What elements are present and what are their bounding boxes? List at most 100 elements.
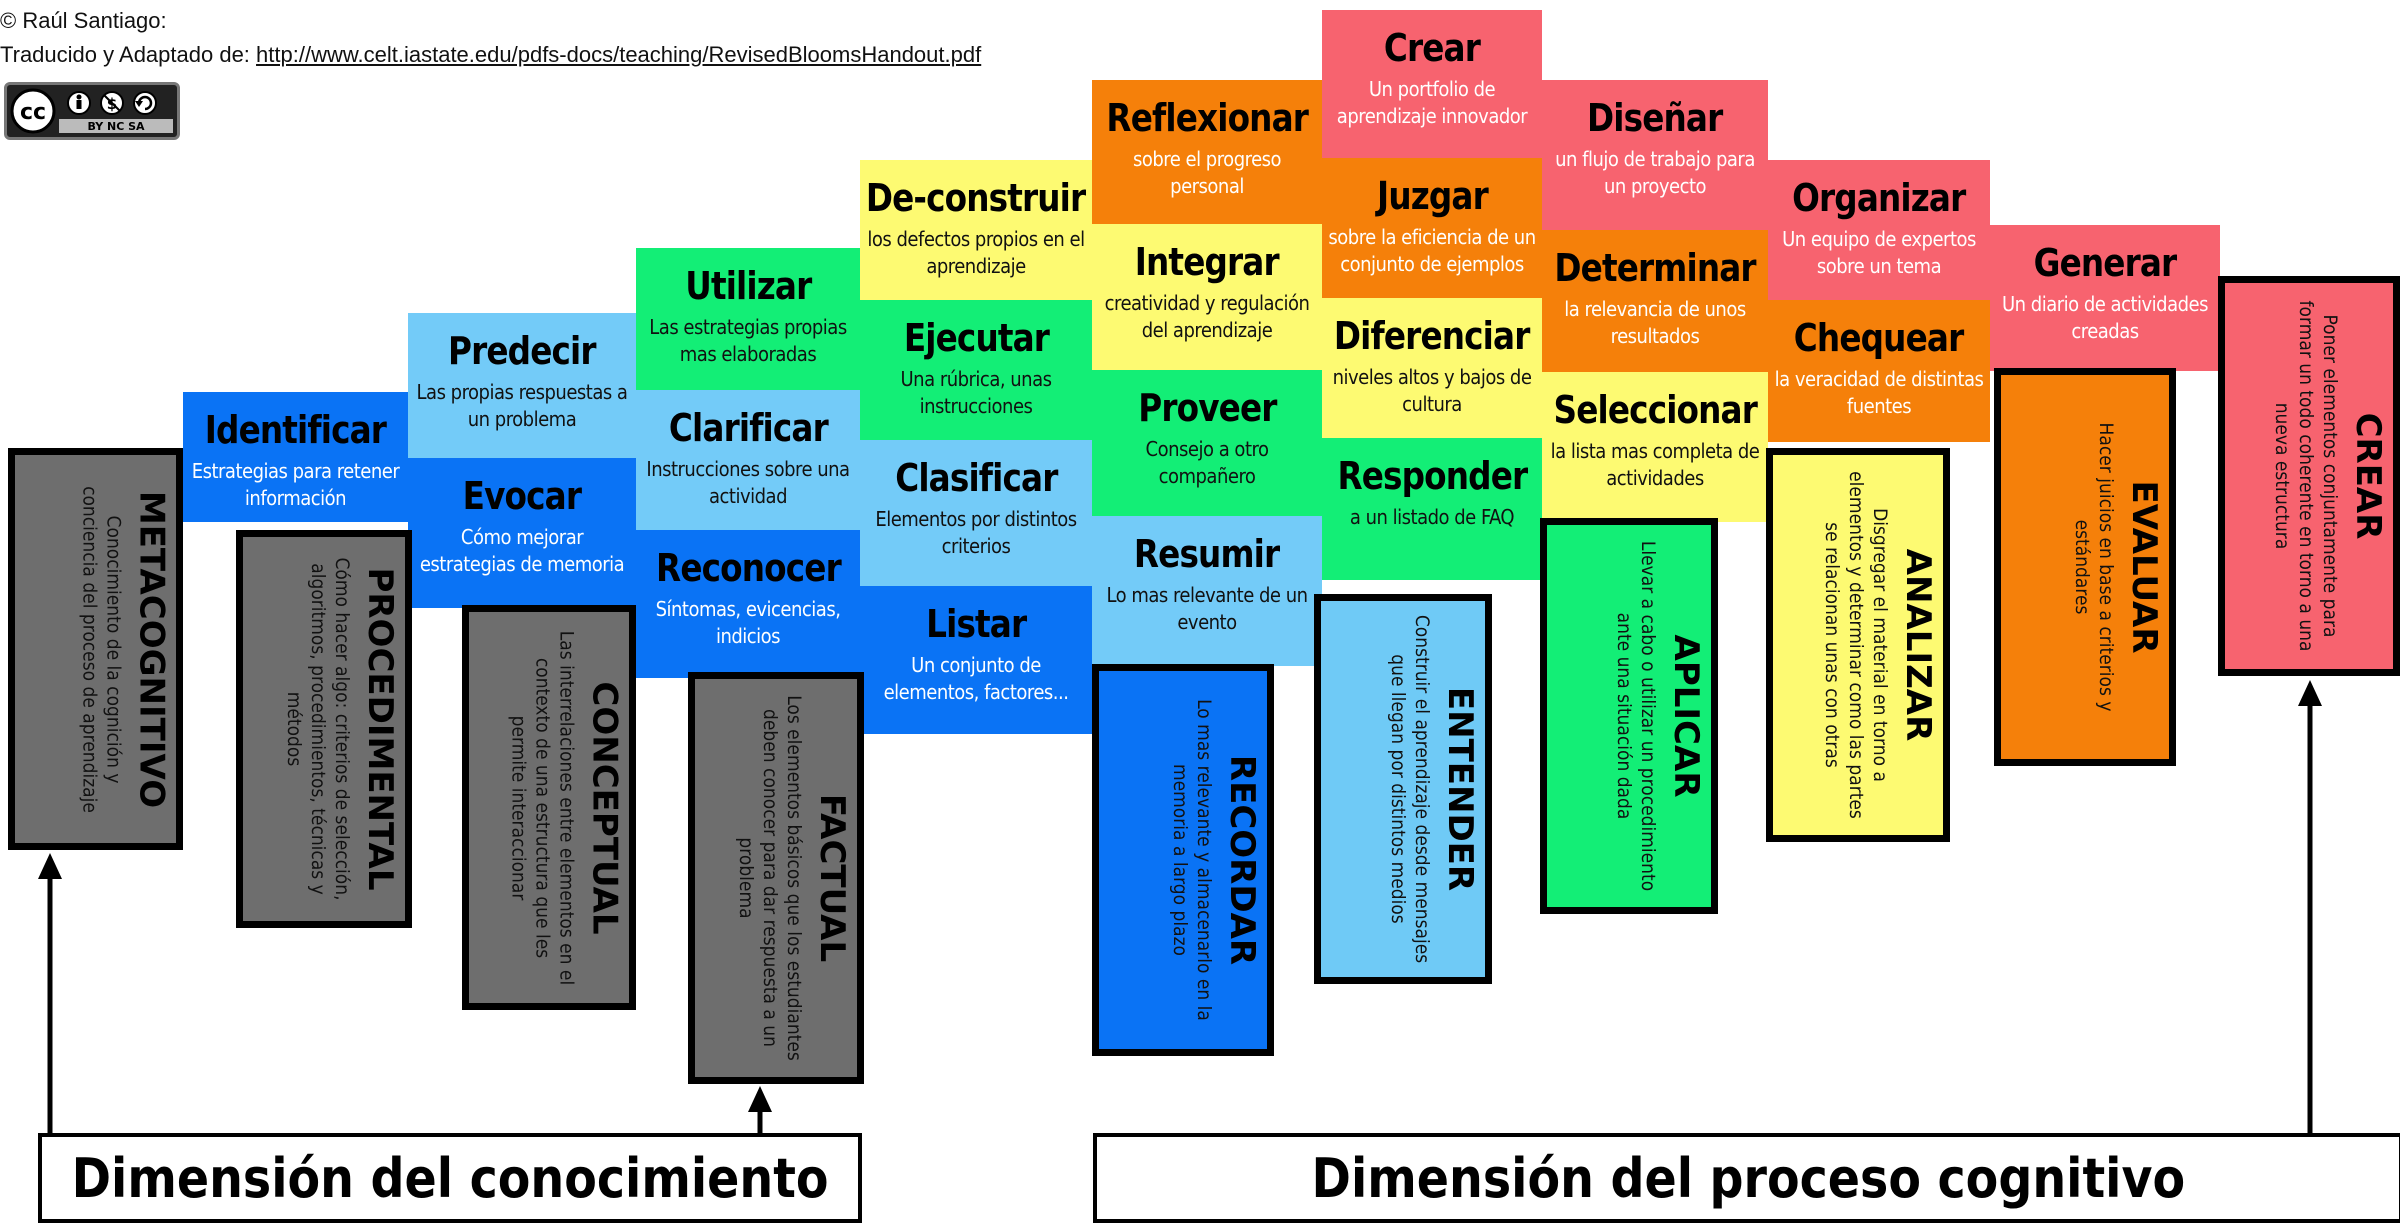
action-verb: Listar (925, 602, 1027, 646)
action-verb: Predecir (448, 329, 596, 373)
action-verb: Diferenciar (1334, 314, 1530, 358)
process-box-description: Lo mas relevante y almacenarlo en la mem… (1169, 699, 1215, 1021)
action-description: Instrucciones sobre una actividad (646, 457, 850, 508)
action-description: sobre el progreso personal (1132, 147, 1282, 198)
up-arrow-icon (748, 1086, 772, 1133)
action-description: la lista mas completa de actividades (1550, 439, 1760, 490)
action-cell: Seleccionar la lista mas completa de acti… (1542, 372, 1768, 522)
action-description: Estrategias para retener información (191, 459, 400, 510)
action-verb: Seleccionar (1553, 388, 1757, 432)
action-description: a un listado de FAQ (1349, 505, 1515, 529)
cc-license-terms: BY NC SA (87, 120, 145, 133)
action-description: la veracidad de distintas fuentes (1774, 367, 1984, 418)
process-box-title: CREAR (2348, 412, 2388, 540)
knowledge-box-description: Las interrelaciones entre elementos en e… (507, 630, 577, 985)
process-box-description: Disgregar el material en torno a element… (1821, 471, 1891, 819)
action-cell: Diferenciar niveles altos y bajos de cult… (1322, 298, 1542, 438)
process-box-description: Construir el aprendizaje desde mensajes … (1387, 614, 1433, 964)
action-description: Una rúbrica, unas instrucciones (900, 367, 1053, 418)
action-description: Cómo mejorar estrategias de memoria (419, 525, 625, 576)
source-prefix: Traducido y Adaptado de: (0, 42, 257, 67)
process-box-description: Hacer juicios en base a criterios y está… (2071, 422, 2117, 712)
action-verb: Responder (1337, 454, 1528, 498)
action-description: Síntomas, evicencias, indicios (655, 597, 841, 648)
action-verb: Resumir (1134, 532, 1280, 576)
process-box-title: ANALIZAR (1898, 548, 1938, 742)
action-description: Elementos por distintos criterios (875, 507, 1077, 558)
process-box-title: RECORDAR (1222, 754, 1262, 966)
action-verb: Chequear (1794, 316, 1964, 360)
action-cell: Chequear la veracidad de distintas fuente… (1768, 300, 1990, 442)
up-arrow-icon (2298, 680, 2322, 1133)
action-verb: Evocar (462, 474, 582, 518)
process-box-description: Llevar a cabo o utilizar un procedimient… (1613, 540, 1659, 892)
action-cell: Responder a un listado de FAQ (1322, 438, 1542, 580)
knowledge-box-description: Cómo hacer algo: criterios de selección,… (283, 557, 353, 901)
action-verb: Reflexionar (1106, 96, 1308, 140)
action-description: Consejo a otro compañero (1145, 437, 1269, 488)
knowledge-box-title: METACOGNITIVO (131, 490, 171, 808)
knowledge-box-description: Los elementos básicos que los estudiante… (735, 695, 805, 1061)
action-verb: Crear (1383, 26, 1481, 70)
action-description: Un conjunto de elementos, factores... (883, 653, 1069, 704)
action-verb: Proveer (1137, 386, 1277, 430)
action-cell: Generar Un diario de actividades creadas (1990, 225, 2220, 371)
knowledge-box-title: FACTUAL (812, 793, 852, 963)
action-verb: Utilizar (684, 264, 812, 308)
action-description: Las propias respuestas a un problema (416, 380, 628, 431)
action-description: los defectos propios en el aprendizaje (867, 227, 1085, 278)
action-verb: Generar (2033, 241, 2178, 285)
action-description: Un portfolio de aprendizaje innovador (1336, 77, 1528, 128)
action-description: Un diario de actividades creadas (2001, 292, 2209, 343)
action-verb: De-construir (866, 176, 1086, 220)
action-verb: Juzgar (1376, 174, 1489, 218)
knowledge-box-title: CONCEPTUAL (584, 680, 624, 935)
process-box-title: ENTENDER (1440, 686, 1480, 892)
source-line: Traducido y Adaptado de: http://www.celt… (0, 42, 981, 68)
cc-logo-text: cc (20, 100, 46, 125)
cc-license-icon: cc BY NC SA $ (10, 88, 173, 134)
author-credit: © Raúl Santiago: (0, 8, 167, 33)
knowledge-dimension-label-text: Dimensión del conocimiento (71, 1146, 829, 1210)
action-description: Un equipo de expertos sobre un tema (1782, 227, 1976, 278)
source-link[interactable]: http://www.celt.iastate.edu/pdfs-docs/te… (256, 42, 982, 67)
action-description: niveles altos y bajos de cultura (1332, 365, 1532, 416)
action-verb: Reconocer (655, 546, 842, 590)
process-box-title: APLICAR (1666, 634, 1706, 798)
process-dimension-label-text: Dimensión del proceso cognitivo (1311, 1146, 2185, 1210)
action-verb: Diseñar (1587, 96, 1723, 140)
knowledge-dimension-label: Dimensión del conocimiento (38, 1133, 862, 1223)
action-description: creatividad y regulación del aprendizaje (1104, 291, 1310, 342)
cc-license-badge: cc BY NC SA $ (4, 82, 180, 140)
action-verb: Ejecutar (903, 316, 1049, 360)
action-verb: Organizar (1792, 176, 1966, 220)
knowledge-box-title: PROCEDIMENTAL (360, 567, 400, 891)
action-verb: Identificar (204, 408, 387, 452)
